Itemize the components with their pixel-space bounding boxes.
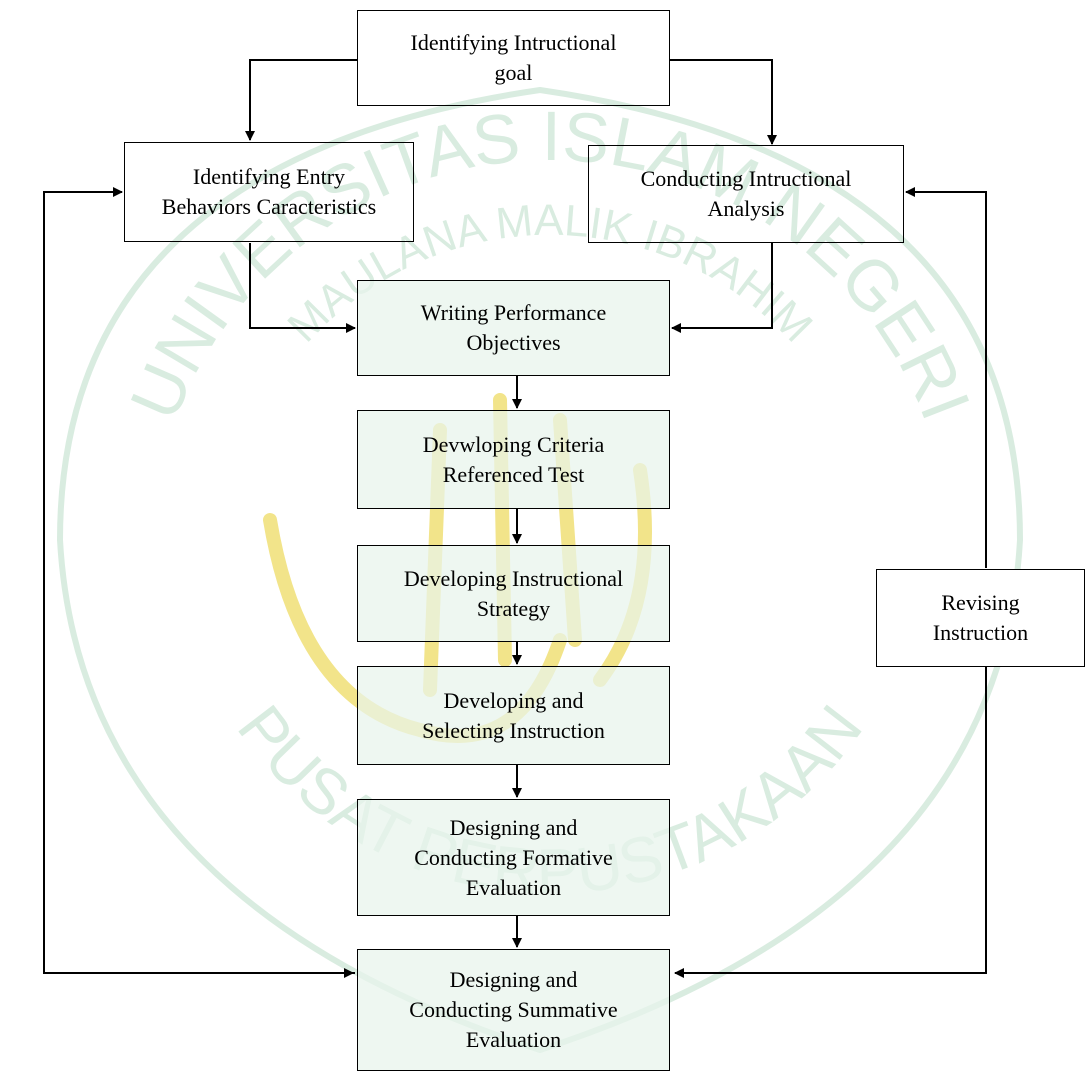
node-label: Developing Instructional Strategy bbox=[403, 565, 624, 621]
arrow-loop-left-to-entry bbox=[43, 187, 355, 974]
node-formative-evaluation: Designing and Conducting Formative Evalu… bbox=[357, 799, 670, 916]
arrow-analysis-to-objectives bbox=[671, 243, 773, 333]
node-selecting-instruction: Developing and Selecting Instruction bbox=[357, 666, 670, 765]
node-instructional-strategy: Developing Instructional Strategy bbox=[357, 545, 670, 642]
node-performance-objectives: Writing Performance Objectives bbox=[357, 280, 670, 376]
arrow-revising-to-summative bbox=[674, 667, 987, 978]
arrow-goal-to-analysis bbox=[670, 59, 777, 145]
node-label: Identifying Entry Behaviors Caracteristi… bbox=[161, 164, 377, 219]
node-identifying-goal: Identifying Intructional goal bbox=[357, 10, 670, 106]
arrow-revising-to-analysis bbox=[905, 187, 987, 568]
node-entry-behaviors: Identifying Entry Behaviors Caracteristi… bbox=[124, 142, 414, 242]
node-label: Writing Performance Objectives bbox=[420, 300, 607, 355]
node-label: Designing and Conducting Summative Evalu… bbox=[409, 967, 618, 1052]
node-label: Conducting Intructional Analysis bbox=[640, 166, 852, 221]
node-label: Revising Instruction bbox=[932, 590, 1029, 645]
node-criteria-test: Devwloping Criteria Referenced Test bbox=[357, 410, 670, 509]
node-label: Identifying Intructional goal bbox=[410, 30, 617, 85]
arrow-entry-to-objectives bbox=[249, 243, 356, 333]
node-revising-instruction: Revising Instruction bbox=[876, 569, 1085, 667]
node-label: Developing and Selecting Instruction bbox=[422, 687, 605, 743]
node-instructional-analysis: Conducting Intructional Analysis bbox=[588, 145, 904, 243]
node-summative-evaluation: Designing and Conducting Summative Evalu… bbox=[357, 949, 670, 1071]
node-label: Devwloping Criteria Referenced Test bbox=[422, 431, 605, 487]
node-label: Designing and Conducting Formative Evalu… bbox=[414, 814, 613, 900]
arrow-goal-to-entry bbox=[245, 59, 357, 141]
